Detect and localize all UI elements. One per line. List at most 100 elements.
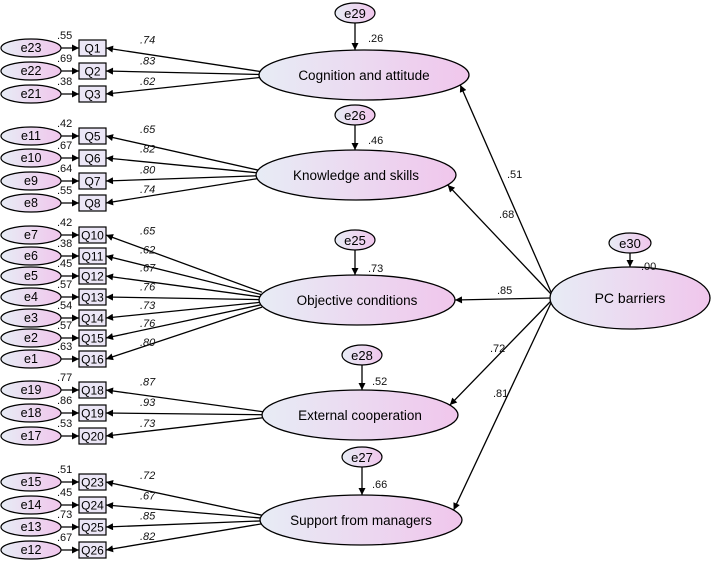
error-label-e13: e13 xyxy=(21,520,42,534)
structural-label-sup: .81 xyxy=(493,388,508,400)
indicator-box-q3 xyxy=(78,85,107,103)
loading-label-q24: .67 xyxy=(140,491,156,503)
loading-label-q2: .83 xyxy=(140,55,156,67)
error-label-e15: e15 xyxy=(21,475,42,489)
error-label-e3: e3 xyxy=(24,311,38,325)
loading-arrow-q10 xyxy=(105,234,263,293)
factor-r2-sup: .66 xyxy=(372,479,387,491)
loading-arrow-q19 xyxy=(105,409,266,417)
factor-cog xyxy=(258,49,470,101)
indicator-label-q11: Q11 xyxy=(82,250,104,264)
loading-label-q26: .82 xyxy=(140,531,155,543)
error-node-e2 xyxy=(0,328,62,348)
r2-label-q20: .53 xyxy=(57,418,72,430)
indicator-label-q10: Q10 xyxy=(81,229,104,243)
error-label-e19: e19 xyxy=(21,383,42,397)
error-label-e23: e23 xyxy=(21,41,42,55)
loading-label-q5: .65 xyxy=(140,124,156,136)
error-label-e10: e10 xyxy=(21,151,42,165)
error-label-e27: e27 xyxy=(351,450,373,465)
indicator-box-q7 xyxy=(78,172,107,190)
error-node-e3 xyxy=(0,308,62,328)
indicator-label-q26: Q26 xyxy=(81,544,104,558)
factor-pc-barriers xyxy=(549,266,711,330)
loading-label-q19: .93 xyxy=(140,397,156,409)
error-label-e8: e8 xyxy=(24,196,38,210)
error-node-e28 xyxy=(341,344,383,366)
factor-ext xyxy=(261,389,459,441)
factor-label-cog: Cognition and attitude xyxy=(298,68,429,83)
indicator-box-q24 xyxy=(78,496,107,514)
error-node-e30 xyxy=(608,232,652,254)
indicator-box-q26 xyxy=(78,541,107,559)
factor-know xyxy=(255,149,457,201)
r2-label-q15: .57 xyxy=(57,320,72,332)
error-node-e14 xyxy=(0,495,62,515)
indicator-box-q2 xyxy=(78,62,107,80)
error-node-e7 xyxy=(0,225,62,245)
error-node-e22 xyxy=(0,61,62,81)
loading-arrow-q5 xyxy=(105,134,260,171)
error-label-e21: e21 xyxy=(21,87,42,101)
loading-label-q20: .73 xyxy=(140,418,156,430)
indicator-label-q6: Q6 xyxy=(84,152,100,166)
loading-label-q6: .82 xyxy=(140,144,155,156)
structural-label-cog: .51 xyxy=(507,169,522,181)
loading-arrow-q1 xyxy=(105,45,263,73)
loading-label-q10: .65 xyxy=(140,226,156,238)
indicator-box-q25 xyxy=(78,518,107,536)
error-label-e25: e25 xyxy=(344,233,366,248)
loading-label-q8: .74 xyxy=(140,184,155,196)
error-label-e5: e5 xyxy=(24,269,38,283)
error-label-e14: e14 xyxy=(21,498,42,512)
error-node-e21 xyxy=(0,84,62,104)
error-node-e23 xyxy=(0,38,62,58)
indicator-label-q24: Q24 xyxy=(81,499,104,513)
r2-label-q14: .54 xyxy=(57,300,72,312)
factor-r2-cog: .26 xyxy=(368,33,383,45)
indicator-label-q7: Q7 xyxy=(84,175,100,189)
loading-label-q1: .74 xyxy=(140,35,155,47)
indicator-label-q19: Q19 xyxy=(81,407,104,421)
r2-label-q1: .55 xyxy=(57,30,72,42)
factor-label-ext: External cooperation xyxy=(298,408,422,423)
loading-arrow-q26 xyxy=(105,522,264,553)
r2-label-q10: .42 xyxy=(57,217,72,229)
loading-label-q14: .73 xyxy=(140,300,156,312)
error-label-e9: e9 xyxy=(24,174,38,188)
indicator-label-q8: Q8 xyxy=(84,197,100,211)
indicator-label-q14: Q14 xyxy=(81,312,104,326)
r2-label-q23: .51 xyxy=(57,464,72,476)
structural-arrow-sup xyxy=(453,302,552,511)
error-label-e29: e29 xyxy=(344,6,366,21)
structural-label-obj: .85 xyxy=(497,285,512,297)
loading-label-q3: .62 xyxy=(140,76,155,88)
loading-arrow-q24 xyxy=(105,502,264,519)
loading-arrow-q15 xyxy=(105,303,263,340)
factor-r2-obj: .73 xyxy=(368,263,383,275)
error-label-e26: e26 xyxy=(344,108,366,123)
r2-label-q3: .38 xyxy=(57,76,72,88)
error-label-e7: e7 xyxy=(24,228,38,242)
loading-arrow-q11 xyxy=(105,254,263,296)
r2-label-q19: .86 xyxy=(57,395,72,407)
error-node-e13 xyxy=(0,517,62,537)
indicator-box-q18 xyxy=(78,381,107,399)
error-node-e8 xyxy=(0,193,62,213)
loading-arrow-q3 xyxy=(105,76,263,97)
loading-arrow-q14 xyxy=(105,301,263,321)
loading-label-q16: .80 xyxy=(140,337,156,349)
structural-arrow-obj xyxy=(454,296,552,304)
indicator-box-q11 xyxy=(78,247,107,265)
error-node-e10 xyxy=(0,148,62,168)
loading-arrow-q12 xyxy=(105,273,263,298)
indicator-label-q2: Q2 xyxy=(84,65,100,79)
error-node-e11 xyxy=(0,126,62,146)
loading-label-q12: .67 xyxy=(140,262,156,274)
loading-arrow-q16 xyxy=(105,306,263,361)
error-label-e6: e6 xyxy=(24,249,38,263)
r2-label-q13: .57 xyxy=(57,279,72,291)
factor-label-obj: Objective conditions xyxy=(297,293,418,308)
structural-arrow-cog xyxy=(459,84,552,293)
